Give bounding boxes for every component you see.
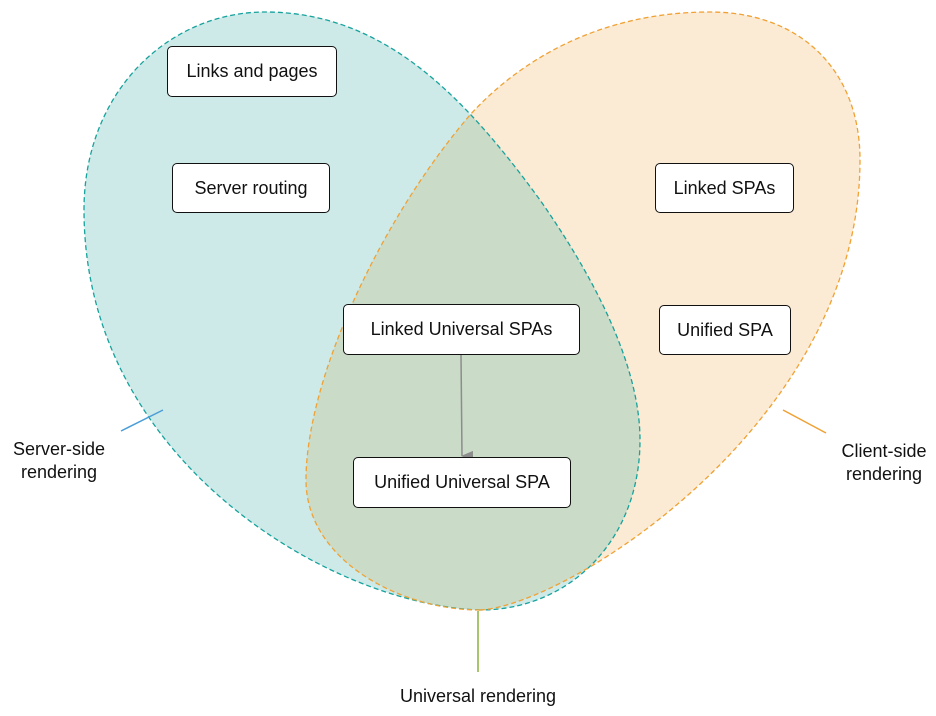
node-linked-universal-spas: Linked Universal SPAs [343, 304, 580, 355]
node-unified-spa: Unified SPA [659, 305, 791, 355]
server-side-label-line1: Server-side [12, 439, 106, 459]
client-side-label-line1: Client-side [841, 441, 927, 461]
client-side-label: Client-side rendering [826, 440, 936, 486]
arrow-linked-to-unified [460, 354, 474, 461]
node-server-routing: Server routing [172, 163, 330, 213]
server-side-label-line2: rendering [20, 462, 98, 482]
server-side-label: Server-side rendering [0, 438, 118, 484]
node-links-and-pages: Links and pages [167, 46, 337, 97]
server-side-leader [120, 409, 164, 432]
client-side-leader [782, 409, 827, 434]
client-side-label-line2: rendering [845, 464, 923, 484]
server-side-outline [83, 11, 641, 611]
universal-label: Universal rendering [399, 686, 557, 706]
node-linked-spas: Linked SPAs [655, 163, 794, 213]
client-side-outline [305, 11, 861, 611]
node-unified-universal-spa: Unified Universal SPA [353, 457, 571, 508]
